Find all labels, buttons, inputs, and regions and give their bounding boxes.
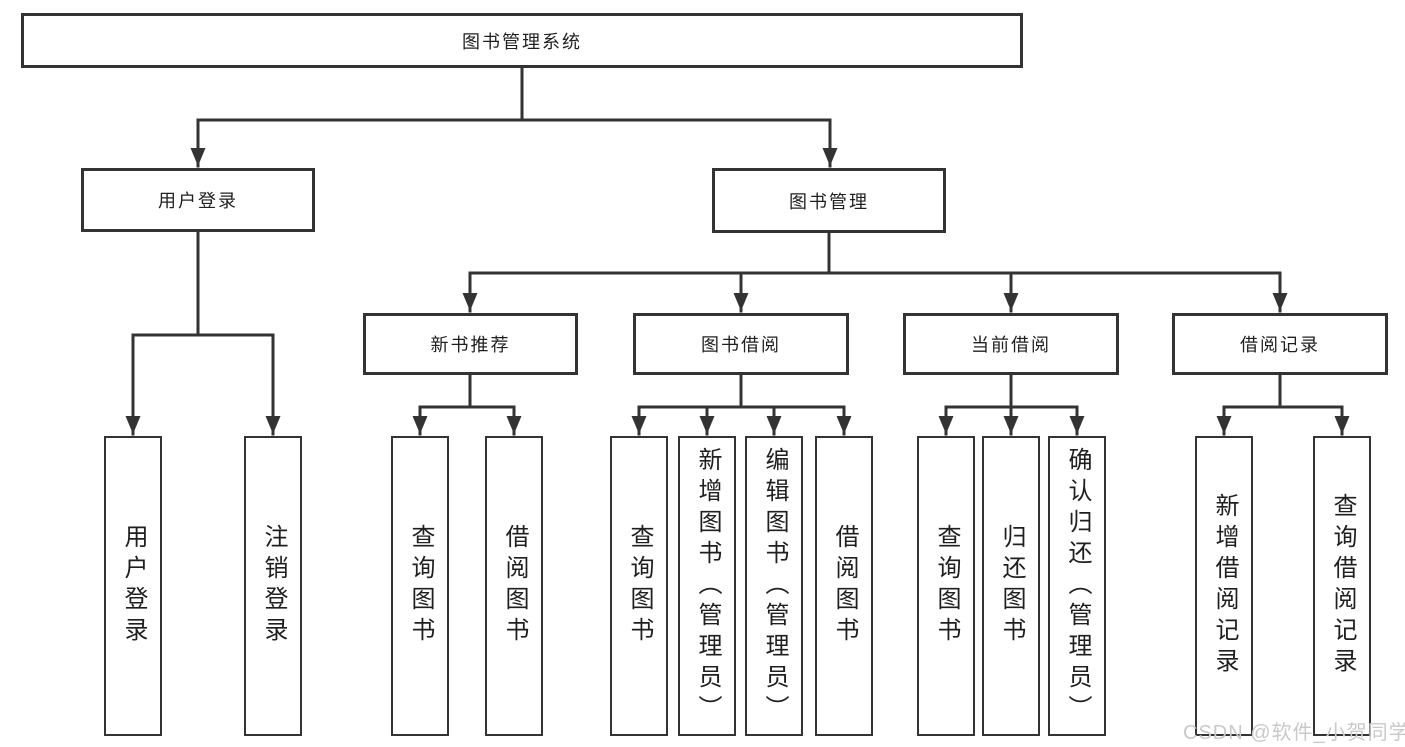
leaf-add-book-admin-label: 新增图书（管理员） <box>694 446 721 726</box>
leaf-query-books-recommend-label: 查询图书 <box>407 524 434 648</box>
leaf-query-books-current: 查询图书 <box>917 436 975 736</box>
leaf-confirm-return-admin: 确认归还（管理员） <box>1048 436 1106 736</box>
leaf-add-borrow-record-label: 新增借阅记录 <box>1211 493 1238 679</box>
leaf-edit-book-admin: 编辑图书（管理员） <box>745 436 803 736</box>
leaf-logout-label: 注销登录 <box>260 524 287 648</box>
leaf-query-books-recommend: 查询图书 <box>391 436 449 736</box>
leaf-query-books-borrow-label: 查询图书 <box>626 524 653 648</box>
node-book-management: 图书管理 <box>712 168 946 233</box>
leaf-logout: 注销登录 <box>244 436 302 736</box>
node-book-borrow: 图书借阅 <box>633 313 849 375</box>
leaf-query-books-borrow: 查询图书 <box>610 436 668 736</box>
leaf-query-books-current-label: 查询图书 <box>933 524 960 648</box>
leaf-return-book: 归还图书 <box>982 436 1040 736</box>
leaf-borrow-books: 借阅图书 <box>815 436 873 736</box>
leaf-add-book-admin: 新增图书（管理员） <box>678 436 736 736</box>
leaf-edit-book-admin-label: 编辑图书（管理员） <box>761 446 788 726</box>
leaf-user-login: 用户登录 <box>104 436 162 736</box>
node-current-borrow: 当前借阅 <box>903 313 1119 375</box>
leaf-query-borrow-record: 查询借阅记录 <box>1313 436 1371 736</box>
node-user-login: 用户登录 <box>81 168 315 232</box>
leaf-query-borrow-record-label: 查询借阅记录 <box>1329 493 1356 679</box>
leaf-borrow-books-recommend-label: 借阅图书 <box>501 524 528 648</box>
node-borrow-records: 借阅记录 <box>1172 313 1388 375</box>
leaf-confirm-return-admin-label: 确认归还（管理员） <box>1064 446 1091 726</box>
csdn-watermark: CSDN @软件_小贺同学 <box>1183 722 1405 744</box>
leaf-borrow-books-recommend: 借阅图书 <box>485 436 543 736</box>
leaf-borrow-books-label: 借阅图书 <box>831 524 858 648</box>
leaf-return-book-label: 归还图书 <box>998 524 1025 648</box>
node-root-book-management-system: 图书管理系统 <box>21 13 1023 68</box>
node-new-book-recommend: 新书推荐 <box>363 313 578 375</box>
leaf-add-borrow-record: 新增借阅记录 <box>1195 436 1253 736</box>
leaf-user-login-label: 用户登录 <box>120 524 147 648</box>
